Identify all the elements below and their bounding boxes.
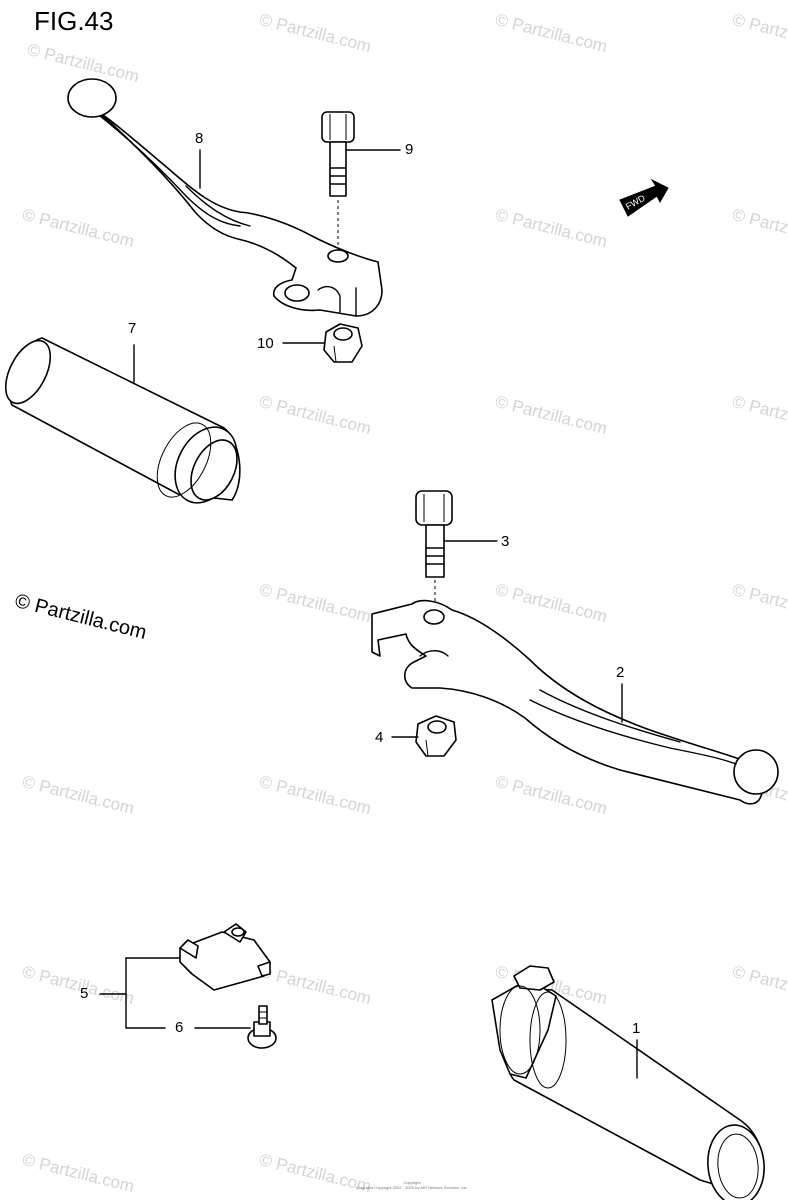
fwd-arrow-icon: FWD [619,178,669,217]
clutch-lever-part-8 [67,78,383,317]
callout-8: 8 [195,130,204,147]
grip-part-7 [4,337,241,504]
callout-3: 3 [501,533,510,550]
throttle-grip-part-1 [491,965,765,1200]
brake-lever-part-2 [371,599,779,805]
callout-6: 6 [175,1019,184,1036]
footer-notice: Copyright Diagrams Copyright 2002 - 2020… [352,1180,472,1190]
screw-part-6 [247,1005,277,1049]
bolt-part-9 [321,111,401,250]
footer-line-1: Copyright [403,1180,421,1185]
callout-7: 7 [128,320,137,337]
footer-line-2: Diagrams Copyright 2002 - 2020 by ARI Ne… [356,1185,468,1190]
callout-1: 1 [632,1020,641,1037]
callout-10: 10 [257,335,274,352]
callout-5: 5 [80,985,89,1002]
figure-title: FIG.43 [34,6,114,36]
bolt-part-3 [415,490,498,604]
bracket-5-6 [99,957,251,1029]
nut-part-4 [391,715,457,757]
switch-part-5 [179,923,271,991]
callout-4: 4 [375,729,384,746]
nut-part-10 [282,323,363,363]
callout-9: 9 [405,141,414,158]
callout-2: 2 [616,664,625,681]
